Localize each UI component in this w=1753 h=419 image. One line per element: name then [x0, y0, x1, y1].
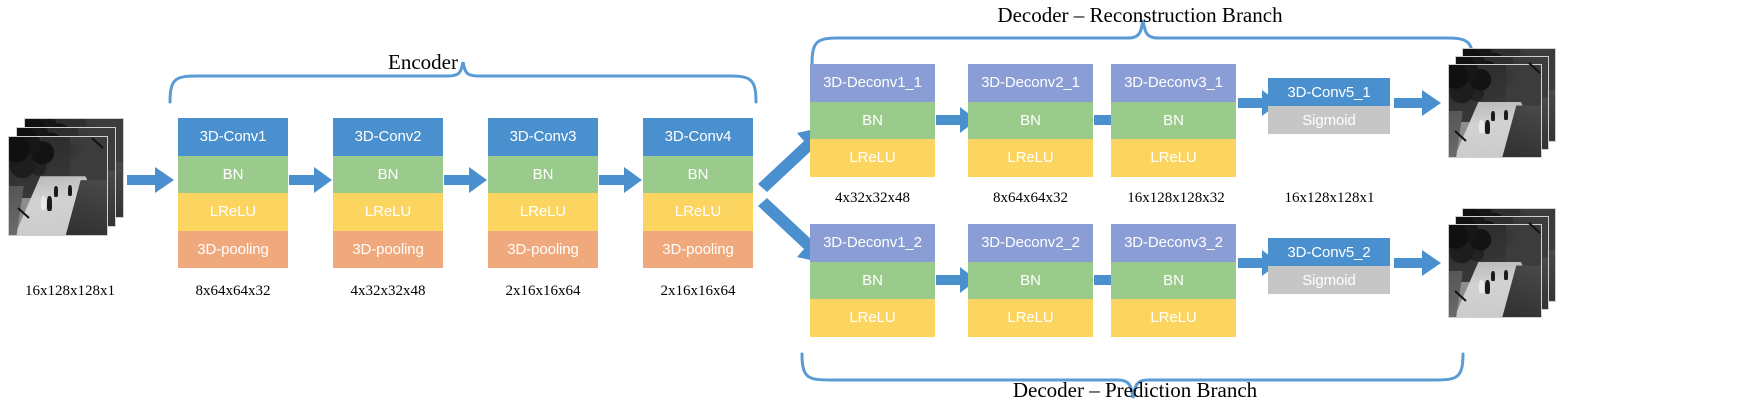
encoder-block-3d-conv3[interactable]: 3D-Conv3 BN LReLU 3D-pooling: [488, 118, 598, 268]
decoder-block-3d-deconv3-2[interactable]: 3D-Deconv3_2 BN LReLU: [1111, 224, 1236, 337]
layer-label-conv: 3D-Conv4: [643, 118, 753, 156]
layer-label-deconv: 3D-Deconv3_2: [1111, 224, 1236, 262]
arrow-conv5-1-to-reconstruction-output: [1394, 90, 1441, 116]
encoder-block-4-dimensions: 2x16x16x64: [660, 283, 736, 299]
layer-label-lrelu: LReLU: [1111, 299, 1236, 337]
layer-label-bn: BN: [810, 101, 935, 140]
layer-label-lrelu: LReLU: [643, 193, 753, 231]
layer-label-lrelu: LReLU: [488, 193, 598, 231]
encoder-block-3d-conv2[interactable]: 3D-Conv2 BN LReLU 3D-pooling: [333, 118, 443, 268]
reconstruction-output-frames: [1448, 48, 1560, 160]
layer-label-bn: BN: [488, 155, 598, 193]
layer-label-sigmoid: Sigmoid: [1268, 106, 1390, 134]
stack-tick-top-icon: [1528, 62, 1541, 74]
layer-label-bn: BN: [968, 101, 1093, 140]
prediction-output-frames: [1448, 208, 1560, 320]
decoder-block-3d-deconv2-2[interactable]: 3D-Deconv2_2 BN LReLU: [968, 224, 1093, 337]
encoder-brace: [168, 61, 758, 104]
layer-label-bn: BN: [968, 261, 1093, 300]
prediction-branch-title: Decoder – Prediction Branch: [1012, 378, 1258, 402]
layer-label-lrelu: LReLU: [968, 139, 1093, 177]
layer-label-conv: 3D-Conv5_1: [1268, 78, 1390, 106]
layer-label-deconv: 3D-Deconv3_1: [1111, 64, 1236, 102]
layer-label-deconv: 3D-Deconv1_2: [810, 224, 935, 262]
stack-tick-top-icon: [1528, 222, 1541, 234]
layer-label-bn: BN: [178, 155, 288, 193]
layer-label-bn: BN: [1111, 261, 1236, 300]
layer-label-lrelu: LReLU: [333, 193, 443, 231]
layer-label-pooling: 3D-pooling: [643, 230, 753, 268]
reconstruction-branch-title: Decoder – Reconstruction Branch: [997, 3, 1283, 27]
encoder-block-2-dimensions: 4x32x32x48: [350, 283, 426, 299]
decoder-recon-block-2-dimensions: 8x64x64x32: [993, 190, 1068, 206]
encoder-block-3-dimensions: 2x16x16x64: [505, 283, 581, 299]
prediction-branch-brace: [800, 352, 1465, 399]
decoder-recon-block-4-dimensions: 16x128x128x1: [1284, 190, 1375, 206]
layer-label-bn: BN: [1111, 101, 1236, 140]
layer-label-conv: 3D-Conv1: [178, 118, 288, 156]
reconstruction-branch-brace: [810, 19, 1475, 66]
decoder-block-3d-conv5-1[interactable]: 3D-Conv5_1 Sigmoid: [1268, 78, 1390, 134]
decoder-block-3d-deconv2-1[interactable]: 3D-Deconv2_1 BN LReLU: [968, 64, 1093, 177]
input-dimensions-caption: 16x128x128x1: [25, 283, 115, 299]
arrow-deconv1-1-to-deconv2-1: [936, 107, 977, 133]
layer-label-lrelu: LReLU: [968, 299, 1093, 337]
layer-label-lrelu: LReLU: [810, 299, 935, 337]
decoder-block-3d-deconv3-1[interactable]: 3D-Deconv3_1 BN LReLU: [1111, 64, 1236, 177]
arrow-input-to-conv1: [127, 167, 174, 193]
layer-label-lrelu: LReLU: [1111, 139, 1236, 177]
layer-label-sigmoid: Sigmoid: [1268, 266, 1390, 294]
layer-label-bn: BN: [333, 155, 443, 193]
layer-label-deconv: 3D-Deconv2_2: [968, 224, 1093, 262]
layer-label-lrelu: LReLU: [810, 139, 935, 177]
layer-label-bn: BN: [810, 261, 935, 300]
arrow-conv2-to-conv3: [444, 167, 487, 193]
arrow-deconv1-2-to-deconv2-2: [936, 267, 977, 293]
stack-tick-bottom-icon: [1454, 130, 1467, 142]
layer-label-bn: BN: [643, 155, 753, 193]
encoder-block-1-dimensions: 8x64x64x32: [195, 283, 271, 299]
decoder-block-3d-deconv1-1[interactable]: 3D-Deconv1_1 BN LReLU: [810, 64, 935, 177]
stack-tick-bottom-icon: [1454, 290, 1467, 302]
stack-tick-top-icon: [91, 137, 104, 149]
encoder-block-3d-conv1[interactable]: 3D-Conv1 BN LReLU 3D-pooling: [178, 118, 288, 268]
layer-label-conv: 3D-Conv5_2: [1268, 238, 1390, 266]
encoder-title: Encoder: [388, 50, 458, 74]
decoder-block-3d-deconv1-2[interactable]: 3D-Deconv1_2 BN LReLU: [810, 224, 935, 337]
layer-label-conv: 3D-Conv3: [488, 118, 598, 156]
layer-label-deconv: 3D-Deconv1_1: [810, 64, 935, 102]
layer-label-pooling: 3D-pooling: [178, 230, 288, 268]
layer-label-lrelu: LReLU: [178, 193, 288, 231]
arrow-conv1-to-conv2: [289, 167, 332, 193]
decoder-recon-block-3-dimensions: 16x128x128x32: [1127, 190, 1225, 206]
encoder-block-3d-conv4[interactable]: 3D-Conv4 BN LReLU 3D-pooling: [643, 118, 753, 268]
decoder-recon-block-1-dimensions: 4x32x32x48: [835, 190, 910, 206]
stack-tick-bottom-icon: [17, 207, 30, 219]
layer-label-pooling: 3D-pooling: [333, 230, 443, 268]
layer-label-conv: 3D-Conv2: [333, 118, 443, 156]
layer-label-deconv: 3D-Deconv2_1: [968, 64, 1093, 102]
input-video-frames: [8, 118, 126, 238]
arrow-conv3-to-conv4: [599, 167, 642, 193]
arrow-conv5-2-to-prediction-output: [1394, 250, 1441, 276]
decoder-block-3d-conv5-2[interactable]: 3D-Conv5_2 Sigmoid: [1268, 238, 1390, 294]
layer-label-pooling: 3D-pooling: [488, 230, 598, 268]
